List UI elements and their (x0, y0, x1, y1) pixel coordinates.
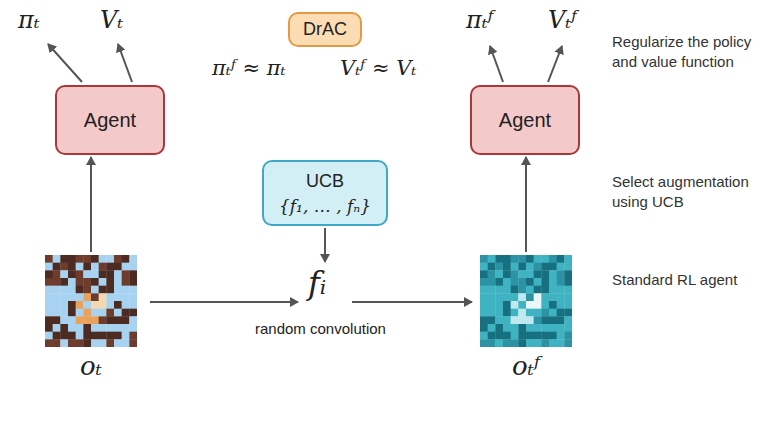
side-note: Standard RL agent (612, 270, 752, 290)
policy-constraint: πₜᶠ ≈ πₜ (212, 56, 286, 80)
policy-label: πₜ (18, 6, 40, 34)
input-arrow (150, 301, 298, 303)
box-title: UCB (306, 171, 344, 192)
box-title: Agent (84, 109, 136, 132)
image-label: oₜ (45, 351, 137, 381)
augmentation-label: fᵢ (308, 264, 326, 302)
agent-box: Agent (55, 85, 165, 155)
box-title: DrAC (303, 19, 347, 40)
policy-label: πₜᶠ (466, 6, 493, 34)
value-label: Vₜ (100, 6, 123, 34)
output-arrow (490, 46, 503, 82)
output-arrow (548, 46, 562, 82)
method-box: DrAC (288, 12, 362, 47)
value-label: Vₜᶠ (548, 6, 577, 34)
selection-arrow (324, 228, 326, 262)
ucb-box: UCB {f₁, … , fₙ} (262, 160, 388, 226)
box-title: Agent (499, 109, 551, 132)
side-note: Select augmentation using UCB (612, 172, 752, 211)
function-set: {f₁, … , fₙ} (279, 196, 371, 216)
observation-image: oₜ (45, 255, 137, 381)
pixel-screenshot (480, 255, 572, 347)
observation-arrow (90, 157, 92, 252)
output-arrow (118, 44, 132, 82)
image-label: oₜᶠ (480, 351, 572, 381)
augmented-observation: oₜᶠ (480, 255, 572, 381)
observation-arrow (525, 157, 527, 252)
output-arrow (48, 44, 82, 82)
agent-box: Agent (470, 85, 580, 155)
pixel-screenshot (45, 255, 137, 347)
side-note: Regularize the policy and value function (612, 32, 752, 71)
augmentation-caption: random convolution (255, 320, 386, 337)
output-image-arrow (352, 301, 472, 303)
value-constraint: Vₜᶠ ≈ Vₜ (340, 56, 417, 80)
